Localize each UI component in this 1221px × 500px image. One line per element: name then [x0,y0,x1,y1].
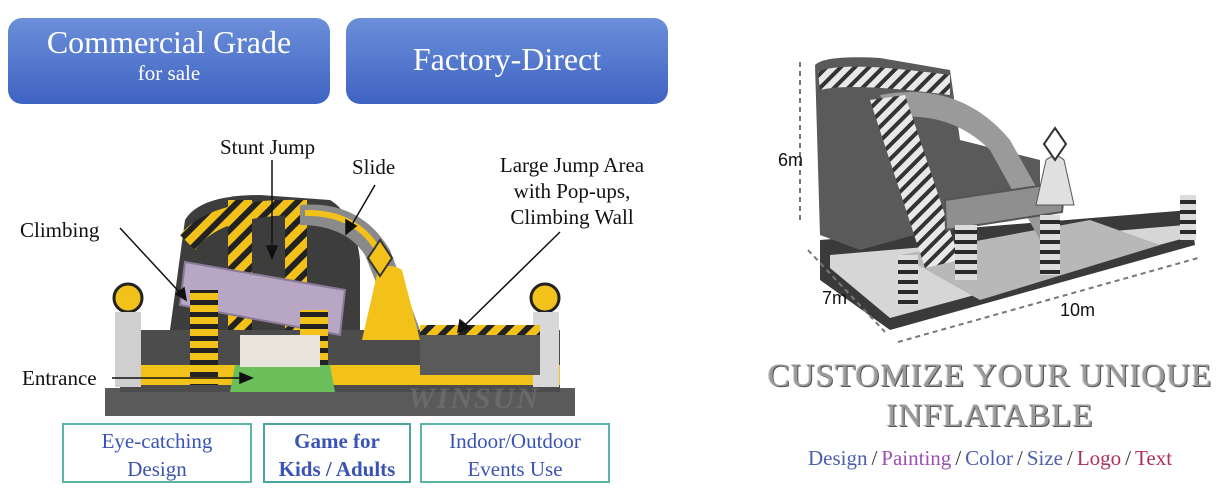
option-design: Design [807,446,868,470]
badge-main-text: Factory-Direct [412,41,602,77]
callout-large-jump-area: Large Jump Area with Pop-ups, Climbing W… [472,152,672,230]
dimension-depth: 7m [822,288,848,308]
feature-eye-catching: Eye-catching Design [62,423,252,483]
callout-stunt-jump: Stunt Jump [220,135,316,159]
feature-line: Game for [294,429,380,453]
factory-direct-badge: Factory-Direct [346,18,668,104]
commercial-grade-badge: Commercial Grade for sale [8,18,330,104]
option-logo: Logo [1076,446,1122,470]
callout-climbing: Climbing [20,218,100,242]
watermark: WINSUN [408,382,541,415]
option-text: Text [1135,446,1173,470]
callout-arrows [112,160,561,385]
separator: / [1017,446,1023,470]
callout-slide: Slide [352,155,396,179]
callout-line: Large Jump Area [499,153,645,177]
separator: / [871,446,878,470]
headline-line-2: INFLATABLE [886,398,1094,434]
option-size: Size [1026,446,1063,470]
feature-line: Indoor/Outdoor [449,429,581,453]
dimension-width: 10m [1060,300,1096,320]
dimension-height: 6m [778,150,804,170]
option-color: Color [965,446,1013,470]
separator: / [955,446,962,470]
callout-line: with Pop-ups, [513,179,631,203]
yellow-inflatable [105,195,575,416]
separator: / [1067,446,1073,470]
option-painting: Painting [881,446,952,470]
headline-line-1: CUSTOMIZE YOUR UNIQUE [767,358,1213,394]
separator: / [1125,446,1132,470]
feature-line: Eye-catching [101,429,213,453]
feature-line: Kids / Adults [278,457,396,481]
callout-entrance: Entrance [22,366,97,390]
callout-line: Climbing Wall [510,205,634,229]
feature-line: Events Use [467,457,563,481]
badge-sub-text: for sale [137,61,201,85]
customize-options: Design/Painting/Color/Size/Logo/Text [760,446,1220,471]
feature-indoor-outdoor: Indoor/Outdoor Events Use [420,423,610,483]
custom-inflatable-render [799,57,1199,343]
feature-game: Game for Kids / Adults [263,423,411,483]
badge-main-text: Commercial Grade [46,24,292,60]
feature-line: Design [127,457,187,481]
